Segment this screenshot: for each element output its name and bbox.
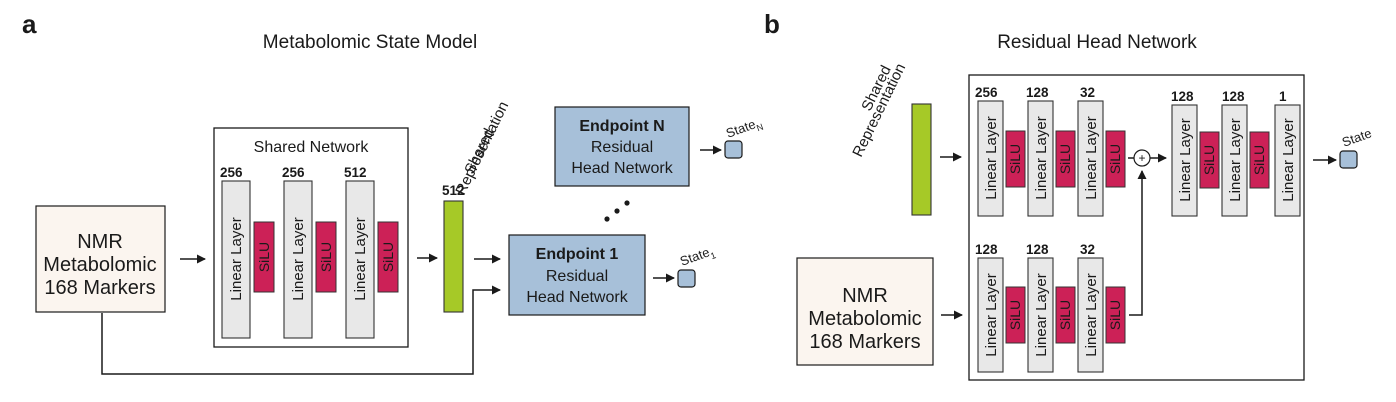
panel-a-input-box [35, 205, 166, 313]
shared-linear-layer-2 [283, 180, 313, 339]
top-silu-2-label: SiLU [1057, 144, 1073, 174]
endpoint-n-box [554, 106, 690, 187]
shared-dim-1: 256 [220, 165, 243, 180]
panel-b-input-box [796, 257, 934, 366]
state-n-box [724, 140, 743, 159]
output-dim-3: 1 [1279, 89, 1287, 104]
panel-a-title: Metabolomic State Model [263, 32, 477, 53]
panel-b-state-label: State [1340, 125, 1374, 149]
shared-silu-1-label: SiLU [256, 242, 272, 272]
bottom-dim-3: 32 [1080, 242, 1095, 257]
panel-a-input-line3: 168 Markers [44, 277, 155, 299]
top-silu-2 [1055, 130, 1076, 188]
panel-a-input-line2: Metabolomic [43, 254, 156, 276]
bottom-linear-layer-2 [1027, 257, 1054, 373]
endpoint-n-line2: Head Network [571, 160, 673, 177]
output-linear-layer-3 [1274, 104, 1301, 217]
shared-network-title: Shared Network [254, 139, 370, 156]
bottom-dim-2: 128 [1026, 242, 1049, 257]
output-linear-layer-3-label: Linear Layer [1280, 118, 1297, 201]
output-linear-layer-1 [1171, 104, 1198, 217]
bottom-silu-1-label: SiLU [1007, 300, 1023, 330]
top-dim-2: 128 [1026, 85, 1049, 100]
panel-a-input-line1: NMR [77, 231, 123, 253]
top-silu-1-label: SiLU [1007, 144, 1023, 174]
endpoint-1-line1: Residual [546, 268, 608, 285]
top-linear-layer-3-label: Linear Layer [1083, 116, 1100, 199]
endpoint-n-title: Endpoint N [579, 118, 664, 135]
panel-b-letter: b [764, 9, 780, 39]
top-silu-3 [1105, 130, 1126, 188]
ellipsis-dot-3 [624, 200, 630, 206]
bottom-linear-layer-1-label: Linear Layer [983, 273, 1000, 356]
panel-a-rep-dim: 512 [442, 183, 465, 198]
output-silu-1-label: SiLU [1201, 145, 1217, 175]
output-silu-2-label: SiLU [1251, 145, 1267, 175]
top-linear-layer-2-label: Linear Layer [1033, 116, 1050, 199]
bottom-silu-2-label: SiLU [1057, 300, 1073, 330]
top-dim-1: 256 [975, 85, 998, 100]
shared-dim-2: 256 [282, 165, 305, 180]
shared-silu-1 [253, 221, 275, 293]
output-silu-1 [1199, 131, 1220, 189]
bottom-silu-2 [1055, 286, 1076, 344]
state-1-subscript: 1 [709, 250, 717, 261]
shared-linear-layer-1 [221, 180, 251, 339]
shared-linear-layer-3 [345, 180, 375, 339]
panel-a-letter: a [22, 9, 37, 39]
shared-linear-layer-2-label: Linear Layer [290, 217, 307, 300]
shared-silu-3-label: SiLU [380, 242, 396, 272]
bottom-linear-layer-1 [977, 257, 1004, 373]
shared-linear-layer-1-label: Linear Layer [228, 217, 245, 300]
endpoint-n-line1: Residual [591, 139, 653, 156]
output-linear-layer-2 [1221, 104, 1248, 217]
bottom-silu-1 [1005, 286, 1026, 344]
endpoint-1-title: Endpoint 1 [536, 246, 619, 263]
bottom-linear-layer-3-label: Linear Layer [1083, 273, 1100, 356]
bottom-linear-layer-3 [1077, 257, 1104, 373]
shared-linear-layer-3-label: Linear Layer [352, 217, 369, 300]
bottom-linear-layer-2-label: Linear Layer [1033, 273, 1050, 356]
panel-a-shared-representation-bar [443, 200, 464, 313]
bottom-dim-1: 128 [975, 242, 998, 257]
panel-b-title: Residual Head Network [997, 32, 1197, 53]
output-dim-1: 128 [1171, 89, 1194, 104]
panel-b-input-line2: Metabolomic [808, 308, 921, 330]
endpoint-1-box [508, 234, 646, 316]
output-linear-layer-1-label: Linear Layer [1177, 118, 1194, 201]
panel-b-state-box [1339, 150, 1358, 169]
endpoint-1-line2: Head Network [526, 289, 628, 306]
top-silu-3-label: SiLU [1107, 144, 1123, 174]
top-linear-layer-1 [977, 100, 1004, 217]
state-n-label: StateN [724, 114, 765, 144]
shared-silu-3 [377, 221, 399, 293]
skip-connection-input-to-endpoint1 [101, 285, 501, 375]
state-n-subscript: N [755, 122, 765, 134]
ellipsis-dot-1 [604, 216, 610, 222]
top-linear-layer-1-label: Linear Layer [983, 116, 1000, 199]
panel-b-input-line1: NMR [842, 285, 888, 307]
panel-b-input-line3: 168 Markers [809, 331, 920, 353]
top-linear-layer-3 [1077, 100, 1104, 217]
bottom-silu-3 [1105, 286, 1126, 344]
top-silu-1 [1005, 130, 1026, 188]
state-n-label-main: State [724, 116, 758, 140]
bottom-silu-3-label: SiLU [1107, 300, 1123, 330]
state-1-box [677, 269, 696, 288]
output-dim-2: 128 [1222, 89, 1245, 104]
state-1-label: State1 [678, 243, 717, 272]
shared-silu-2 [315, 221, 337, 293]
ellipsis-dot-2 [614, 208, 620, 214]
output-silu-2 [1249, 131, 1270, 189]
shared-silu-2-label: SiLU [318, 242, 334, 272]
sum-symbol: + [1138, 151, 1145, 165]
state-1-label-main: State [678, 244, 712, 268]
shared-dim-3: 512 [344, 165, 367, 180]
arrow-bottom-to-sum [1129, 170, 1147, 316]
output-linear-layer-2-label: Linear Layer [1227, 118, 1244, 201]
panel-b-shared-representation-bar [911, 103, 932, 216]
top-linear-layer-2 [1027, 100, 1054, 217]
top-dim-3: 32 [1080, 85, 1095, 100]
